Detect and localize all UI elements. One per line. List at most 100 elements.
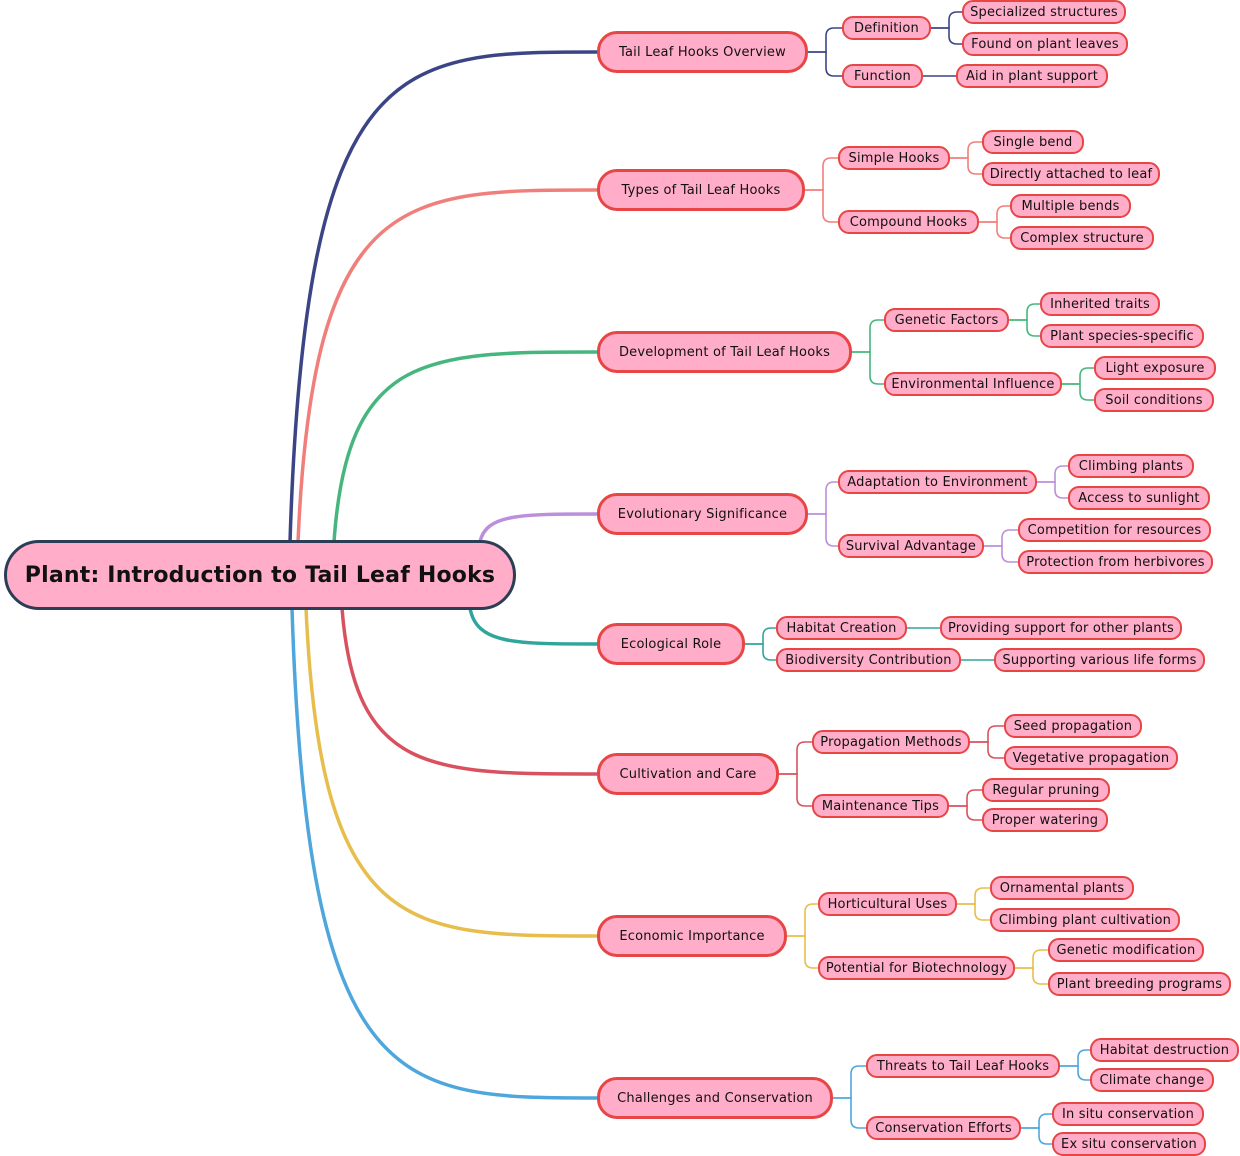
subtopic-threats-to-tail-leaf-hooks[interactable]: Threats to Tail Leaf Hooks bbox=[866, 1054, 1060, 1078]
connector-seed-propagation bbox=[969, 725, 1005, 743]
branch-cultivation-and-care[interactable]: Cultivation and Care bbox=[597, 753, 779, 795]
subtopic-environmental-influence[interactable]: Environmental Influence bbox=[884, 372, 1062, 396]
leaf-light-exposure-label: Light exposure bbox=[1105, 360, 1205, 376]
leaf-complex-structure[interactable]: Complex structure bbox=[1010, 226, 1154, 250]
leaf-aid-in-plant-support[interactable]: Aid in plant support bbox=[956, 64, 1108, 88]
branch-tail-leaf-hooks-overview-label: Tail Leaf Hooks Overview bbox=[619, 44, 786, 60]
leaf-access-to-sunlight[interactable]: Access to sunlight bbox=[1068, 486, 1210, 510]
connector-genetic-factors bbox=[851, 319, 885, 353]
leaf-genetic-modification[interactable]: Genetic modification bbox=[1048, 938, 1204, 962]
connector-habitat-destruction bbox=[1059, 1049, 1091, 1067]
leaf-providing-support-for-other-plants[interactable]: Providing support for other plants bbox=[940, 616, 1182, 640]
connector-environmental-influence bbox=[851, 351, 885, 385]
leaf-inherited-traits[interactable]: Inherited traits bbox=[1040, 292, 1160, 316]
leaf-soil-conditions[interactable]: Soil conditions bbox=[1094, 388, 1214, 412]
subtopic-propagation-methods[interactable]: Propagation Methods bbox=[812, 730, 970, 754]
connector-root-ecological-role bbox=[468, 606, 599, 646]
connector-directly-attached-to-leaf bbox=[949, 157, 983, 175]
connector-propagation-methods bbox=[778, 741, 813, 775]
root-topic-label: Plant: Introduction to Tail Leaf Hooks bbox=[24, 562, 496, 588]
leaf-climbing-plants[interactable]: Climbing plants bbox=[1068, 454, 1194, 478]
leaf-supporting-various-life-forms[interactable]: Supporting various life forms bbox=[994, 648, 1205, 672]
connector-complex-structure bbox=[978, 221, 1011, 239]
subtopic-adaptation-to-environment[interactable]: Adaptation to Environment bbox=[838, 470, 1037, 494]
connector-horticultural-uses bbox=[786, 903, 819, 937]
leaf-ex-situ-conservation[interactable]: Ex situ conservation bbox=[1052, 1132, 1206, 1156]
leaf-plant-breeding-programs[interactable]: Plant breeding programs bbox=[1048, 972, 1231, 996]
leaf-directly-attached-to-leaf-label: Directly attached to leaf bbox=[989, 166, 1153, 182]
leaf-specialized-structures[interactable]: Specialized structures bbox=[962, 0, 1126, 24]
branch-economic-importance[interactable]: Economic Importance bbox=[597, 915, 787, 957]
leaf-single-bend-label: Single bend bbox=[993, 134, 1073, 150]
leaf-competition-for-resources[interactable]: Competition for resources bbox=[1018, 518, 1211, 542]
leaf-vegetative-propagation-label: Vegetative propagation bbox=[1012, 750, 1170, 766]
branch-ecological-role-label: Ecological Role bbox=[620, 636, 722, 652]
subtopic-simple-hooks[interactable]: Simple Hooks bbox=[838, 146, 950, 170]
subtopic-potential-for-biotechnology[interactable]: Potential for Biotechnology bbox=[818, 956, 1015, 980]
subtopic-biodiversity-contribution[interactable]: Biodiversity Contribution bbox=[776, 648, 961, 672]
leaf-found-on-plant-leaves[interactable]: Found on plant leaves bbox=[962, 32, 1128, 56]
leaf-in-situ-conservation[interactable]: In situ conservation bbox=[1052, 1102, 1204, 1126]
leaf-protection-from-herbivores[interactable]: Protection from herbivores bbox=[1018, 550, 1213, 574]
leaf-habitat-destruction[interactable]: Habitat destruction bbox=[1090, 1038, 1239, 1062]
subtopic-definition[interactable]: Definition bbox=[842, 16, 931, 40]
leaf-access-to-sunlight-label: Access to sunlight bbox=[1078, 490, 1200, 506]
subtopic-conservation-efforts-label: Conservation Efforts bbox=[875, 1120, 1012, 1136]
branch-types-of-tail-leaf-hooks[interactable]: Types of Tail Leaf Hooks bbox=[597, 169, 805, 211]
subtopic-conservation-efforts[interactable]: Conservation Efforts bbox=[866, 1116, 1021, 1140]
connector-climbing-plant-cultivation bbox=[956, 903, 991, 921]
leaf-seed-propagation[interactable]: Seed propagation bbox=[1004, 714, 1142, 738]
leaf-vegetative-propagation[interactable]: Vegetative propagation bbox=[1004, 746, 1178, 770]
branch-tail-leaf-hooks-overview[interactable]: Tail Leaf Hooks Overview bbox=[597, 31, 808, 73]
leaf-plant-species-specific[interactable]: Plant species-specific bbox=[1040, 324, 1204, 348]
leaf-competition-for-resources-label: Competition for resources bbox=[1027, 522, 1202, 538]
subtopic-horticultural-uses[interactable]: Horticultural Uses bbox=[818, 892, 957, 916]
subtopic-maintenance-tips[interactable]: Maintenance Tips bbox=[812, 794, 949, 818]
leaf-aid-in-plant-support-label: Aid in plant support bbox=[965, 68, 1099, 84]
branch-ecological-role[interactable]: Ecological Role bbox=[597, 623, 745, 665]
leaf-multiple-bends[interactable]: Multiple bends bbox=[1010, 194, 1131, 218]
branch-development-of-tail-leaf-hooks[interactable]: Development of Tail Leaf Hooks bbox=[597, 331, 852, 373]
leaf-climate-change[interactable]: Climate change bbox=[1090, 1068, 1214, 1092]
connector-found-on-plant-leaves bbox=[930, 27, 963, 45]
leaf-ornamental-plants[interactable]: Ornamental plants bbox=[990, 876, 1134, 900]
subtopic-compound-hooks-label: Compound Hooks bbox=[849, 214, 968, 230]
connector-compound-hooks bbox=[804, 189, 839, 223]
leaf-plant-species-specific-label: Plant species-specific bbox=[1050, 328, 1194, 344]
branch-evolutionary-significance[interactable]: Evolutionary Significance bbox=[597, 493, 808, 535]
leaf-regular-pruning[interactable]: Regular pruning bbox=[982, 778, 1110, 802]
subtopic-potential-for-biotechnology-label: Potential for Biotechnology bbox=[825, 960, 1008, 976]
subtopic-habitat-creation[interactable]: Habitat Creation bbox=[776, 616, 907, 640]
leaf-regular-pruning-label: Regular pruning bbox=[992, 782, 1100, 798]
leaf-climbing-plants-label: Climbing plants bbox=[1078, 458, 1184, 474]
subtopic-compound-hooks[interactable]: Compound Hooks bbox=[838, 210, 979, 234]
leaf-directly-attached-to-leaf[interactable]: Directly attached to leaf bbox=[982, 162, 1160, 186]
leaf-genetic-modification-label: Genetic modification bbox=[1056, 942, 1196, 958]
leaf-in-situ-conservation-label: In situ conservation bbox=[1061, 1106, 1195, 1122]
connector-root-cultivation-and-care bbox=[340, 606, 599, 776]
leaf-proper-watering[interactable]: Proper watering bbox=[982, 808, 1108, 832]
leaf-climbing-plant-cultivation-label: Climbing plant cultivation bbox=[998, 912, 1172, 928]
subtopic-survival-advantage[interactable]: Survival Advantage bbox=[838, 534, 984, 558]
connector-soil-conditions bbox=[1061, 383, 1095, 401]
subtopic-propagation-methods-label: Propagation Methods bbox=[820, 734, 962, 750]
leaf-providing-support-for-other-plants-label: Providing support for other plants bbox=[948, 620, 1174, 636]
branch-cultivation-and-care-label: Cultivation and Care bbox=[619, 766, 757, 782]
leaf-climate-change-label: Climate change bbox=[1099, 1072, 1205, 1088]
leaf-climbing-plant-cultivation[interactable]: Climbing plant cultivation bbox=[990, 908, 1180, 932]
leaf-single-bend[interactable]: Single bend bbox=[982, 130, 1084, 154]
subtopic-genetic-factors[interactable]: Genetic Factors bbox=[884, 308, 1009, 332]
subtopic-function[interactable]: Function bbox=[842, 64, 923, 88]
leaf-light-exposure[interactable]: Light exposure bbox=[1094, 356, 1216, 380]
connector-survival-advantage bbox=[807, 513, 839, 547]
connector-root-development-of-tail-leaf-hooks bbox=[332, 350, 599, 544]
leaf-soil-conditions-label: Soil conditions bbox=[1105, 392, 1203, 408]
connector-proper-watering bbox=[948, 805, 983, 821]
leaf-multiple-bends-label: Multiple bends bbox=[1021, 198, 1120, 214]
root-topic[interactable]: Plant: Introduction to Tail Leaf Hooks bbox=[4, 540, 516, 610]
branch-challenges-and-conservation[interactable]: Challenges and Conservation bbox=[597, 1077, 833, 1119]
connector-plant-breeding-programs bbox=[1014, 967, 1049, 985]
connector-root-challenges-and-conservation bbox=[290, 606, 599, 1100]
leaf-supporting-various-life-forms-label: Supporting various life forms bbox=[1002, 652, 1197, 668]
